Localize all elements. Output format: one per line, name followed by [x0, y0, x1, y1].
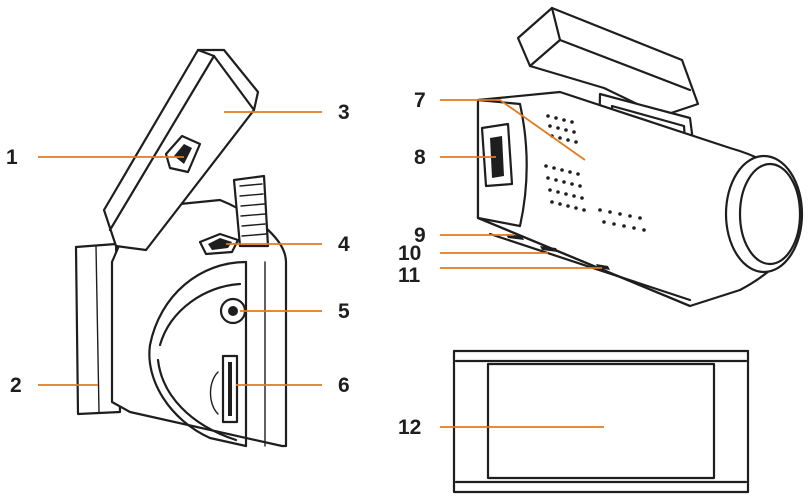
screen-front-view: [452, 349, 750, 494]
leader-lines: [38, 99, 604, 428]
callout-12: 12: [398, 416, 421, 439]
callout-11: 11: [398, 264, 421, 287]
camera-angled-view: [476, 6, 804, 308]
callout-5: 5: [338, 300, 350, 323]
vent-grill: [544, 114, 646, 232]
callout-6: 6: [338, 374, 350, 397]
callout-numbers: 1 2 3 4 5 6 7 8 9 10 11 12: [6, 89, 426, 439]
callout-8: 8: [414, 146, 426, 169]
callout-4: 4: [338, 233, 350, 256]
callout-9: 9: [414, 224, 426, 247]
leader-7: [440, 99, 586, 161]
callout-10: 10: [398, 242, 421, 265]
callout-2: 2: [10, 374, 22, 397]
callout-1: 1: [6, 146, 18, 169]
callout-3: 3: [338, 101, 350, 124]
camera-side-view: [74, 48, 288, 448]
callout-7: 7: [414, 89, 426, 112]
